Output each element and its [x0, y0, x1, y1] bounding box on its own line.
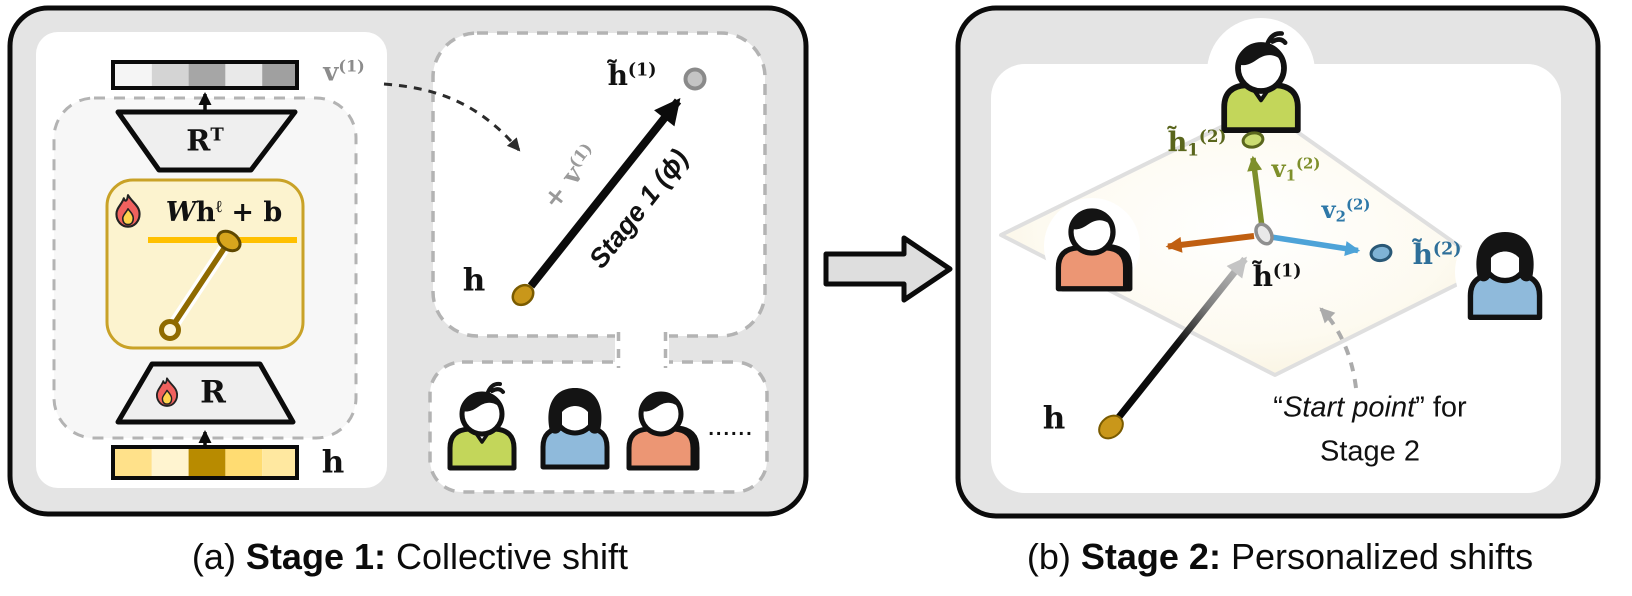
- blue-shift-arrow: [1270, 234, 1361, 256]
- v1-2-vector-label: v1(2): [1271, 153, 1321, 185]
- users-ellipsis: ......: [708, 418, 754, 440]
- shift-formula-label: Whℓ + b: [165, 195, 283, 229]
- stage-transition-arrow: [823, 235, 953, 303]
- start-point-line1: “Start point” for: [1273, 391, 1467, 424]
- h-start-label-b: h: [1042, 400, 1066, 437]
- green-shift-arrow: [1247, 155, 1265, 228]
- h-input-label: h: [321, 444, 345, 481]
- h-tilde-2-point: [1369, 243, 1393, 263]
- h-point: [511, 283, 535, 307]
- start-point-hub: [1254, 222, 1274, 246]
- stage1-result-arrow: [1108, 256, 1248, 430]
- h-start-label: h: [462, 262, 486, 299]
- stage2-panel: [955, 5, 1601, 519]
- caption-stage1: (a) Stage 1: Collective shift: [191, 536, 629, 577]
- output-vector-bar: [111, 60, 299, 90]
- h-tilde-2-label: h̃(2): [1412, 238, 1462, 271]
- v1-callout-dashed-arrow: [383, 82, 521, 152]
- input-vector-bar: [111, 445, 299, 480]
- v2-2-vector-label: v2(2): [1321, 194, 1371, 226]
- r-matrix-label: R: [200, 374, 226, 411]
- h-tilde-1-label: h̃(1): [607, 59, 657, 92]
- h-tilde-1-2-point: [1241, 131, 1265, 149]
- h-tilde-1-mid-label: h̃(1): [1252, 260, 1302, 293]
- r-projection-trapezoid: [115, 361, 296, 425]
- start-point-line2: Stage 2: [1320, 435, 1420, 467]
- rt-projection-trapezoid: [115, 109, 298, 173]
- caption-stage2: (b) Stage 2: Personalized shifts: [1026, 536, 1534, 577]
- v1-output-label: v(1): [323, 56, 365, 88]
- stage1-panel: [7, 5, 809, 517]
- h-tilde-point: [683, 67, 707, 91]
- shift-pin-icon: [159, 229, 242, 341]
- box-connector-neck: [615, 330, 669, 368]
- stage1-shift-arrow: [527, 97, 682, 289]
- h-tilde-1-2-label: h̃1(2): [1167, 125, 1227, 160]
- trainable-shift-box: [105, 178, 305, 350]
- h-point: [1098, 414, 1124, 440]
- orange-shift-arrow: [1165, 233, 1255, 253]
- start-point-annotation: “Start point” for Stage 2: [1273, 387, 1466, 474]
- rt-matrix-label: RT: [186, 123, 224, 158]
- shift-plot-dashed-box: [431, 31, 767, 338]
